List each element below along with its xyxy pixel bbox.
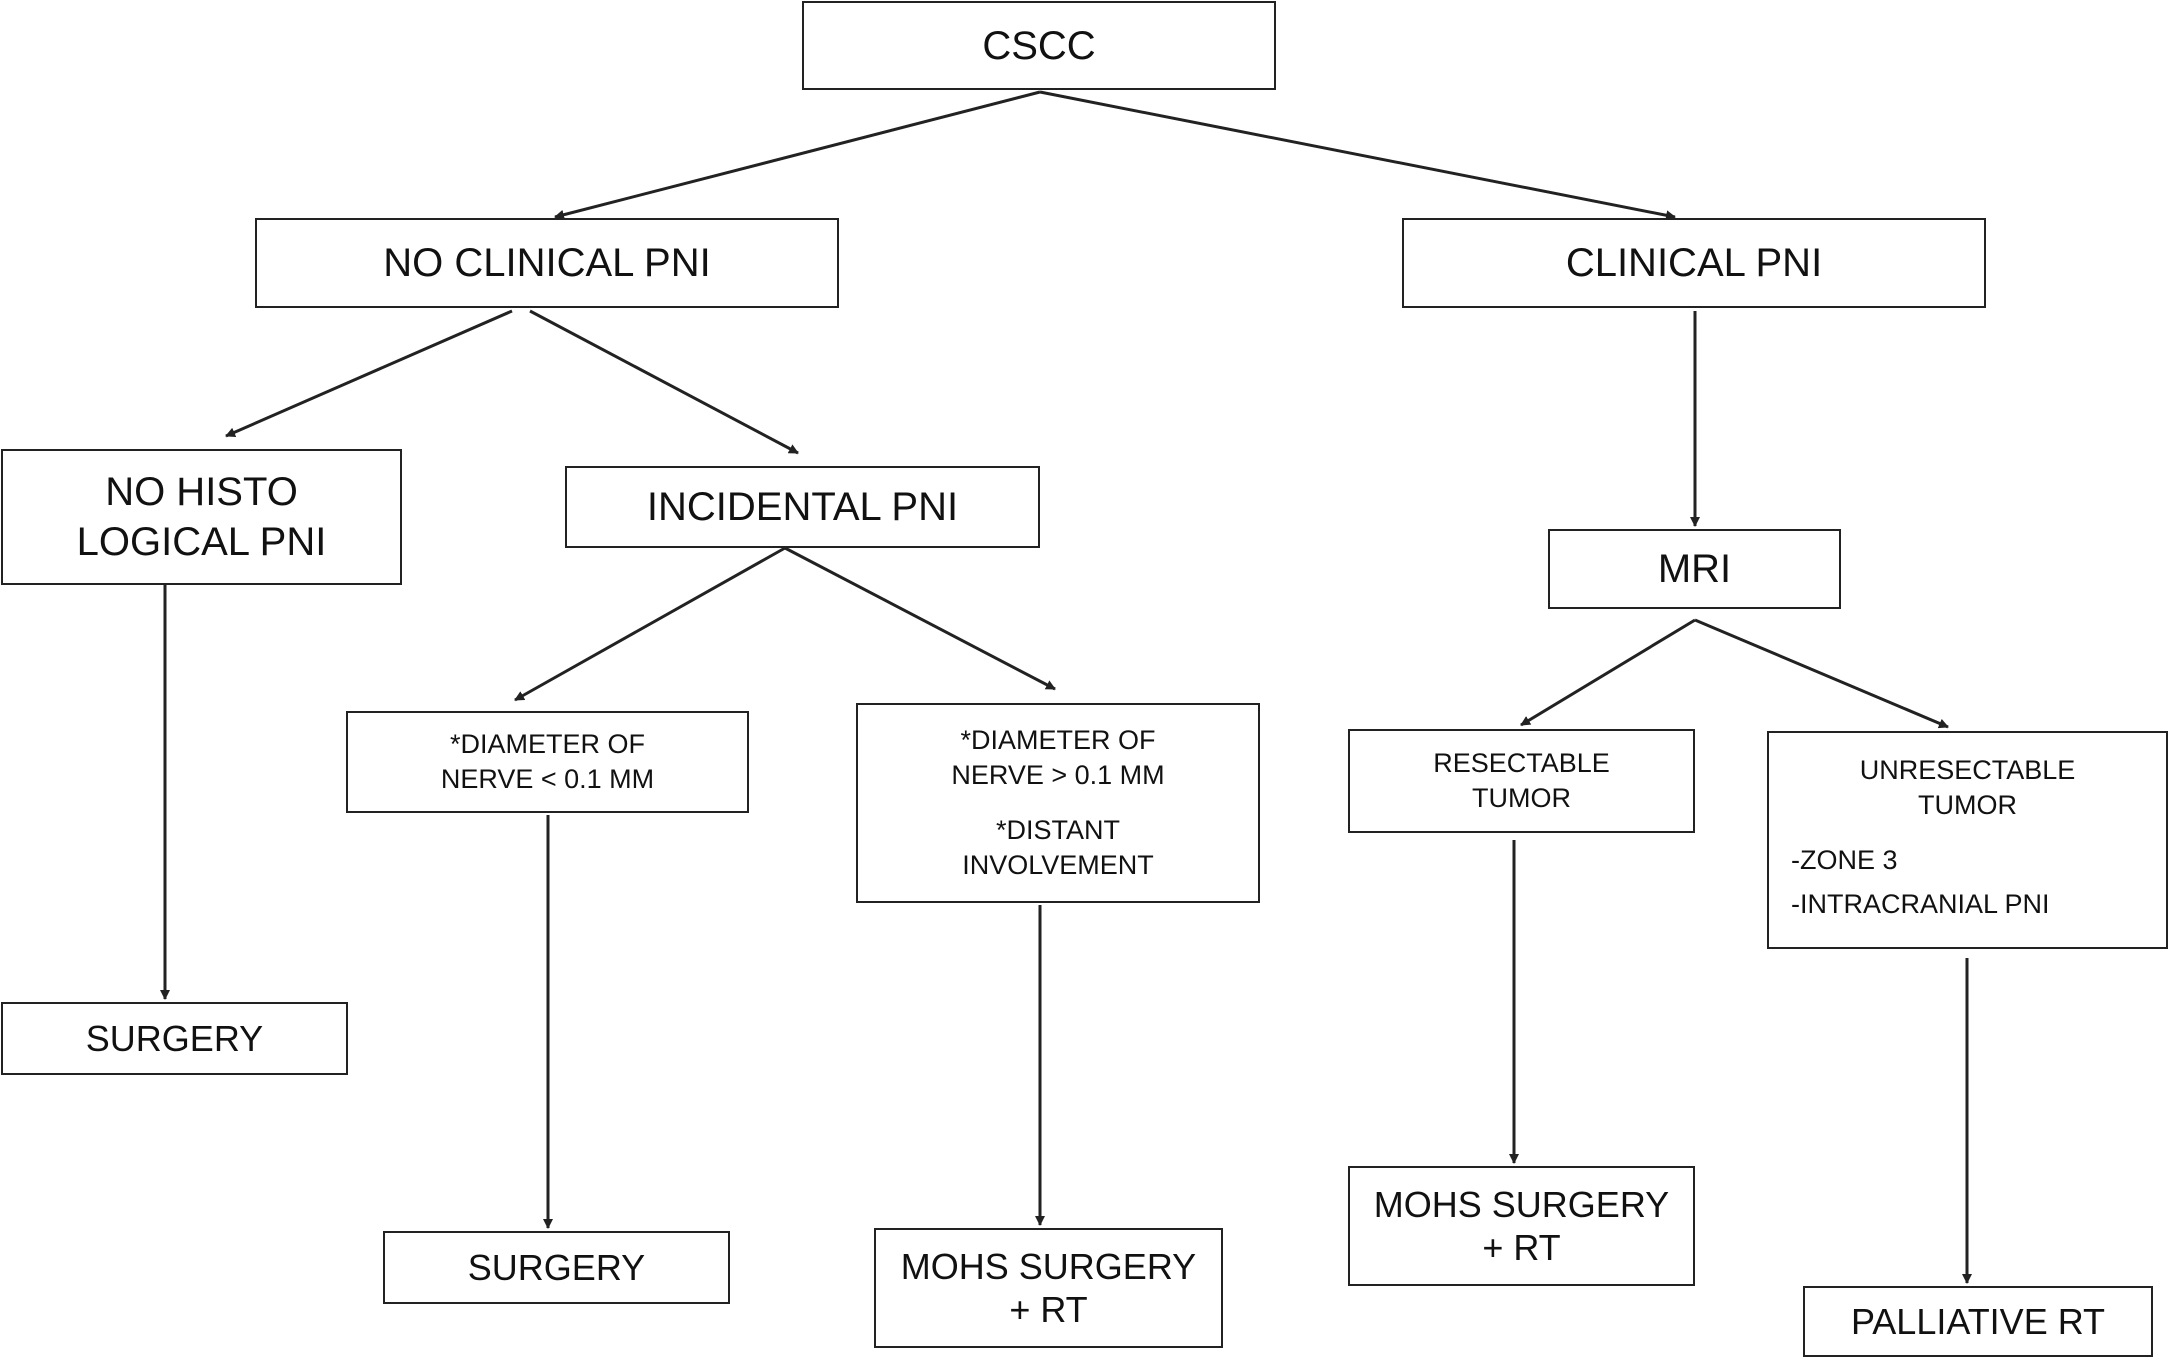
node-surgery-mid: SURGERY [383,1231,730,1304]
arrow-incidental-pni-to-diameter-large [784,546,1056,691]
arrow-mri-to-unresectable-tumor [1694,618,1949,729]
node-resectable-tumor: RESECTABLE TUMOR [1348,729,1695,833]
node-unresectable-tumor: UNRESECTABLE TUMOR -ZONE 3 -INTRACRANIAL… [1767,731,2168,949]
node-diameter-large-line-1: *DIAMETER OF [960,724,1156,755]
node-palliative-rt-label: PALLIATIVE RT [1850,1300,2106,1342]
arrow-cscc-to-no-clinical-pni [554,90,1041,220]
node-mohs-rt-right-line-1: MOHS SURGERY [1373,1183,1670,1225]
arrow-no-clinical-pni-to-incidental-pni [529,309,799,455]
node-resectable-tumor-line-1: RESECTABLE [1433,747,1610,778]
node-incidental-pni-label: INCIDENTAL PNI [646,485,959,529]
arrow-cscc-to-clinical-pni [1039,90,1676,221]
node-distant-involvement-line-2: INVOLVEMENT [962,850,1154,881]
node-diameter-small-line-2: NERVE < 0.1 MM [440,764,655,794]
node-cscc-label: CSCC [982,23,1096,68]
arrow-incidental-pni-to-diameter-small [514,546,786,702]
node-surgery-left: SURGERY [1,1002,348,1075]
node-clinical-pni: CLINICAL PNI [1402,218,1986,308]
arrow-mri-to-resectable-tumor [1520,618,1696,727]
node-diameter-small: *DIAMETER OF NERVE < 0.1 MM [346,711,749,813]
node-palliative-rt: PALLIATIVE RT [1803,1286,2153,1357]
node-surgery-mid-label: SURGERY [467,1246,646,1288]
node-diameter-large: *DIAMETER OF NERVE > 0.1 MM *DISTANT INV… [856,703,1260,903]
node-cscc: CSCC [802,1,1276,90]
node-mohs-rt-mid-line-1: MOHS SURGERY [900,1245,1197,1287]
node-mohs-rt-mid: MOHS SURGERY + RT [874,1228,1223,1348]
node-clinical-pni-label: CLINICAL PNI [1565,241,1823,285]
node-distant-involvement-line-1: *DISTANT [995,815,1120,845]
node-diameter-large-line-2: NERVE > 0.1 MM [951,759,1165,790]
node-surgery-left-label: SURGERY [85,1017,264,1059]
node-no-histological-pni: NO HISTO LOGICAL PNI [1,449,402,585]
node-unresectable-tumor-line-2: TUMOR [1918,790,2017,821]
criteria-intracranial-pni: -INTRACRANIAL PNI [1791,889,2050,920]
arrow-no-clinical-pni-to-no-histological-pni [225,309,513,438]
node-mri-label: MRI [1657,547,1732,591]
node-no-histological-pni-line-1: NO HISTO [105,470,298,514]
criteria-zone-3: -ZONE 3 [1791,844,1898,875]
node-no-clinical-pni: NO CLINICAL PNI [255,218,839,308]
node-incidental-pni: INCIDENTAL PNI [565,466,1040,548]
node-no-clinical-pni-label: NO CLINICAL PNI [383,241,711,285]
node-mohs-rt-mid-line-2: + RT [1009,1289,1088,1330]
node-unresectable-tumor-line-1: UNRESECTABLE [1859,755,2076,786]
node-diameter-small-line-1: *DIAMETER OF [449,728,645,759]
node-mri: MRI [1548,529,1841,609]
node-no-histological-pni-line-2: LOGICAL PNI [76,520,327,564]
node-mohs-rt-right-line-2: + RT [1482,1227,1561,1268]
unresectable-criteria-list: -ZONE 3 -INTRACRANIAL PNI [1791,838,2050,927]
node-resectable-tumor-line-2: TUMOR [1472,783,1571,813]
node-mohs-rt-right: MOHS SURGERY + RT [1348,1166,1695,1286]
